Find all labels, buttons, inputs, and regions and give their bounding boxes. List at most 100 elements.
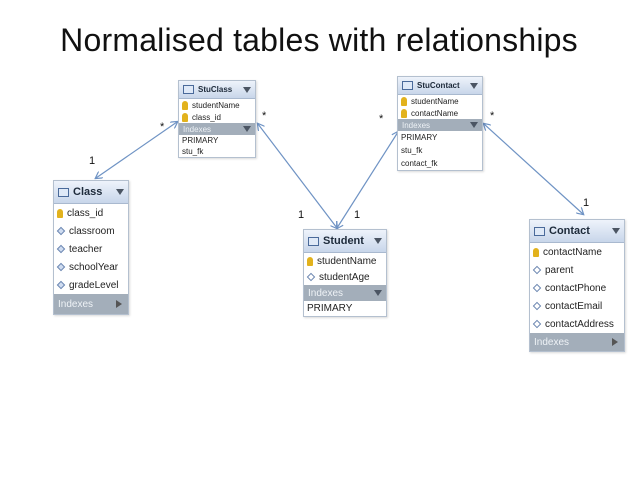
- column-name: contactName: [411, 108, 459, 118]
- table-stucontact[interactable]: StuContact studentName contactName Index…: [397, 76, 483, 171]
- key-icon: [401, 96, 407, 106]
- chevron-right-icon[interactable]: [612, 338, 618, 346]
- column-name: teacher: [69, 243, 103, 255]
- column-row: gradeLevel: [54, 276, 128, 294]
- indexes-bar[interactable]: Indexes: [304, 285, 386, 301]
- column-name: contactName: [543, 246, 602, 258]
- indexes-bar[interactable]: Indexes: [54, 294, 128, 314]
- chevron-right-icon[interactable]: [116, 300, 122, 308]
- column-row: teacher: [54, 240, 128, 258]
- table-class[interactable]: Class class_id classroom teacher schoolY…: [53, 180, 129, 315]
- key-icon: [57, 208, 63, 218]
- table-icon: [183, 85, 194, 94]
- indexes-label: Indexes: [183, 124, 212, 134]
- column-name: studentName: [317, 255, 377, 267]
- table-student[interactable]: Student studentName studentAge Indexes P…: [303, 229, 387, 317]
- column-row: contactName: [530, 243, 624, 261]
- column-name: contactAddress: [545, 318, 614, 330]
- table-stuclass[interactable]: StuClass studentName class_id Indexes PR…: [178, 80, 256, 158]
- multiplicity-student-left: 1: [298, 209, 305, 221]
- table-icon: [308, 236, 319, 246]
- indexes-bar[interactable]: Indexes: [398, 119, 482, 131]
- table-icon: [534, 226, 545, 236]
- index-item: PRIMARY: [182, 136, 219, 145]
- chevron-down-icon[interactable]: [116, 189, 124, 195]
- column-name: studentAge: [319, 271, 370, 283]
- column-name: class_id: [67, 207, 104, 219]
- diamond-icon: [56, 244, 66, 254]
- chevron-down-icon[interactable]: [612, 228, 620, 234]
- column-name: studentName: [192, 100, 240, 110]
- table-icon: [58, 187, 69, 197]
- column-name: gradeLevel: [69, 279, 119, 291]
- link-class-stuclass: [96, 122, 177, 178]
- column-row: contactPhone: [530, 279, 624, 297]
- table-header[interactable]: Class: [54, 181, 128, 204]
- column-name: schoolYear: [69, 261, 119, 273]
- column-row: parent: [530, 261, 624, 279]
- column-name: parent: [545, 264, 574, 276]
- table-contact[interactable]: Contact contactName parent contactPhone …: [529, 219, 625, 352]
- link-stucontact-contact: [484, 124, 583, 214]
- column-row: studentName: [179, 99, 255, 111]
- index-item: PRIMARY: [401, 133, 438, 142]
- diamond-icon: [532, 283, 542, 293]
- indexes-label: Indexes: [534, 336, 570, 348]
- column-name: contactEmail: [545, 300, 603, 312]
- key-icon: [533, 247, 539, 257]
- table-icon: [402, 81, 413, 90]
- column-name: contactPhone: [545, 282, 607, 294]
- multiplicity-contact: 1: [583, 197, 590, 209]
- diamond-icon: [56, 226, 66, 236]
- multiplicity-stuclass-right: *: [262, 110, 267, 122]
- column-row: contactAddress: [530, 315, 624, 333]
- column-row: studentAge: [304, 269, 386, 285]
- indexes-bar[interactable]: Indexes: [179, 123, 255, 135]
- slide-title: Normalised tables with relationships: [60, 22, 578, 58]
- table-name: StuContact: [417, 81, 460, 90]
- multiplicity-student-right: 1: [354, 209, 361, 221]
- table-header[interactable]: Student: [304, 230, 386, 253]
- chevron-down-icon[interactable]: [470, 83, 478, 89]
- index-item: contact_fk: [401, 159, 438, 168]
- link-stuclass-student: [258, 124, 337, 228]
- multiplicity-class: 1: [89, 155, 96, 167]
- column-row: studentName: [304, 253, 386, 269]
- indexes-label: Indexes: [58, 298, 94, 310]
- indexes-bar[interactable]: Indexes: [530, 333, 624, 351]
- column-row: class_id: [179, 111, 255, 123]
- column-row: classroom: [54, 222, 128, 240]
- column-name: studentName: [411, 96, 459, 106]
- diamond-icon: [532, 265, 542, 275]
- chevron-down-icon[interactable]: [243, 87, 251, 93]
- key-icon: [401, 108, 407, 118]
- diamond-icon: [306, 272, 316, 282]
- indexes-label: Indexes: [308, 287, 344, 299]
- diamond-icon: [532, 319, 542, 329]
- table-header[interactable]: StuContact: [398, 77, 482, 95]
- diamond-icon: [532, 301, 542, 311]
- multiplicity-stuclass-left: *: [160, 121, 165, 133]
- column-row: studentName: [398, 95, 482, 107]
- chevron-down-icon[interactable]: [374, 290, 382, 296]
- chevron-down-icon[interactable]: [243, 126, 251, 132]
- table-name: StuClass: [198, 85, 233, 94]
- diamond-icon: [56, 280, 66, 290]
- key-icon: [307, 256, 313, 266]
- chevron-down-icon[interactable]: [470, 122, 478, 128]
- table-header[interactable]: Contact: [530, 220, 624, 243]
- index-item: stu_fk: [182, 147, 204, 156]
- table-name: Contact: [549, 225, 590, 237]
- multiplicity-stucontact-right: *: [490, 110, 495, 122]
- table-header[interactable]: StuClass: [179, 81, 255, 99]
- multiplicity-stucontact-left: *: [379, 113, 384, 125]
- column-row: schoolYear: [54, 258, 128, 276]
- chevron-down-icon[interactable]: [374, 238, 382, 244]
- column-name: class_id: [192, 112, 221, 122]
- column-row: class_id: [54, 204, 128, 222]
- table-name: Student: [323, 235, 364, 247]
- key-icon: [182, 100, 188, 110]
- column-row: contactEmail: [530, 297, 624, 315]
- index-item: PRIMARY: [307, 303, 353, 314]
